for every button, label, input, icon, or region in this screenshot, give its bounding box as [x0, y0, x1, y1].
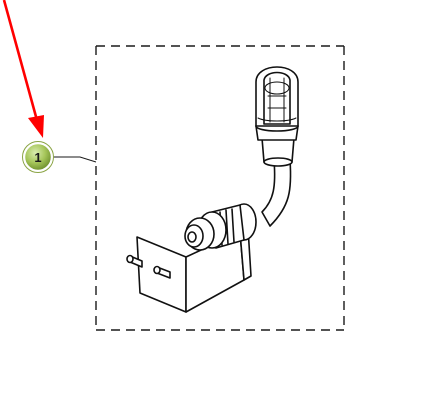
lamp-head: [255, 66, 299, 167]
dashed-group-outline: [95, 45, 345, 331]
callout-number: 1: [34, 150, 41, 165]
mounting-bracket: [126, 227, 252, 313]
callout-leader-line: [52, 156, 97, 163]
pointer-arrow-icon: [2, 0, 44, 138]
curved-neck-tube: [261, 159, 292, 227]
bolt-stud: [126, 254, 171, 279]
threaded-mount: [184, 203, 257, 251]
warning-beacon-lamp-icon: [126, 66, 299, 313]
callout-badge[interactable]: 1: [22, 141, 54, 173]
